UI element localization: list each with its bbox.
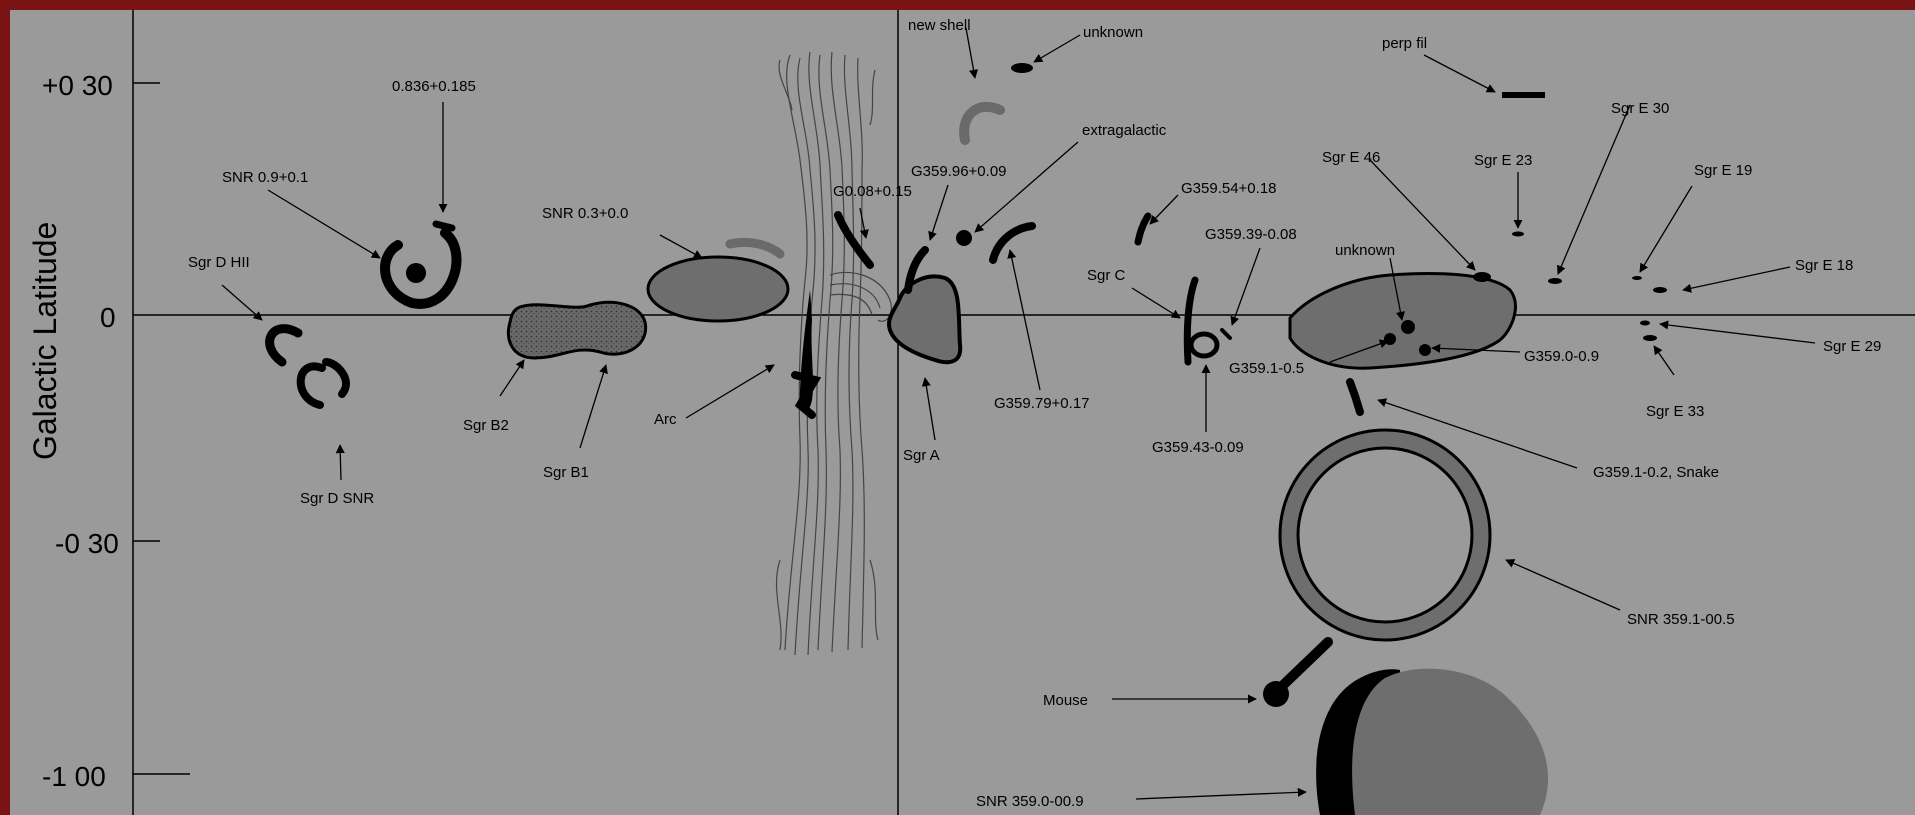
label-sgr-e-29: Sgr E 29	[1823, 338, 1881, 355]
label-sgr-d-hii: Sgr D HII	[188, 254, 250, 271]
unknown-mid-source	[1401, 320, 1415, 334]
sgr-e-33-source	[1643, 335, 1657, 341]
label-snake: G359.1-0.2, Snake	[1593, 464, 1719, 481]
label-g359-79: G359.79+0.17	[994, 395, 1090, 412]
sgr-b-complex	[508, 302, 645, 358]
label-sgr-c: Sgr C	[1087, 267, 1126, 284]
unknown-top-source	[1011, 63, 1033, 73]
label-g359-43: G359.43-0.09	[1152, 439, 1244, 456]
label-unknown-top: unknown	[1083, 24, 1143, 41]
label-g359-1-0-5: G359.1-0.5	[1229, 360, 1304, 377]
label-sgr-e-30: Sgr E 30	[1611, 100, 1669, 117]
snr-359-1-inner	[1298, 448, 1472, 622]
label-sgr-d-snr: Sgr D SNR	[300, 490, 374, 507]
label-snr-359-1: SNR 359.1-00.5	[1627, 611, 1735, 628]
label-sgr-e-33: Sgr E 33	[1646, 403, 1704, 420]
label-arc: Arc	[654, 411, 677, 428]
label-unknown-mid: unknown	[1335, 242, 1395, 259]
label-g359-0-0-9: G359.0-0.9	[1524, 348, 1599, 365]
label-g359-54: G359.54+0.18	[1181, 180, 1277, 197]
sgr-e-30-source	[1548, 278, 1562, 284]
label-sgr-a: Sgr A	[903, 447, 940, 464]
snr-0-3-source	[648, 257, 788, 321]
sgr-e-29-source	[1640, 321, 1650, 326]
mouse-head	[1263, 681, 1289, 707]
label-snr-0-9: SNR 0.9+0.1	[222, 169, 308, 186]
unknown-mid-source-2	[1384, 333, 1396, 345]
y-tick-label: +0 30	[42, 70, 113, 101]
label-g0-08: G0.08+0.15	[833, 183, 912, 200]
label-g359-96: G359.96+0.09	[911, 163, 1007, 180]
label-snr-359-0: SNR 359.0-00.9	[976, 793, 1084, 810]
label-sgr-e-19: Sgr E 19	[1694, 162, 1752, 179]
label-sgr-b2: Sgr B2	[463, 417, 509, 434]
y-tick-label: -0 30	[55, 528, 119, 559]
y-axis-label: Galactic Latitude	[27, 222, 63, 460]
sgr-e-19-source	[1632, 276, 1642, 280]
label-sgr-e-23: Sgr E 23	[1474, 152, 1532, 169]
label-snr-0-3: SNR 0.3+0.0	[542, 205, 628, 222]
sgr-e-18-source	[1653, 287, 1667, 293]
label-extragalactic: extragalactic	[1082, 122, 1167, 139]
sgr-e-46-source	[1473, 272, 1491, 282]
snr-0-9-arc	[436, 224, 452, 228]
label-sgr-e-46: Sgr E 46	[1322, 149, 1380, 166]
label-0836: 0.836+0.185	[392, 78, 476, 95]
label-mouse: Mouse	[1043, 692, 1088, 709]
y-tick-label: 0	[100, 302, 116, 333]
label-sgr-e-18: Sgr E 18	[1795, 257, 1853, 274]
extragalactic-source	[956, 230, 972, 246]
label-perp-fil: perp fil	[1382, 35, 1427, 52]
label-g359-39: G359.39-0.08	[1205, 226, 1297, 243]
label-sgr-b1: Sgr B1	[543, 464, 589, 481]
sgr-e-23-source	[1512, 232, 1524, 237]
label-new-shell: new shell	[908, 17, 971, 34]
unknown-mid-source-3	[1419, 344, 1431, 356]
y-tick-label: -1 00	[42, 761, 106, 792]
snr-0-9-core	[406, 263, 426, 283]
